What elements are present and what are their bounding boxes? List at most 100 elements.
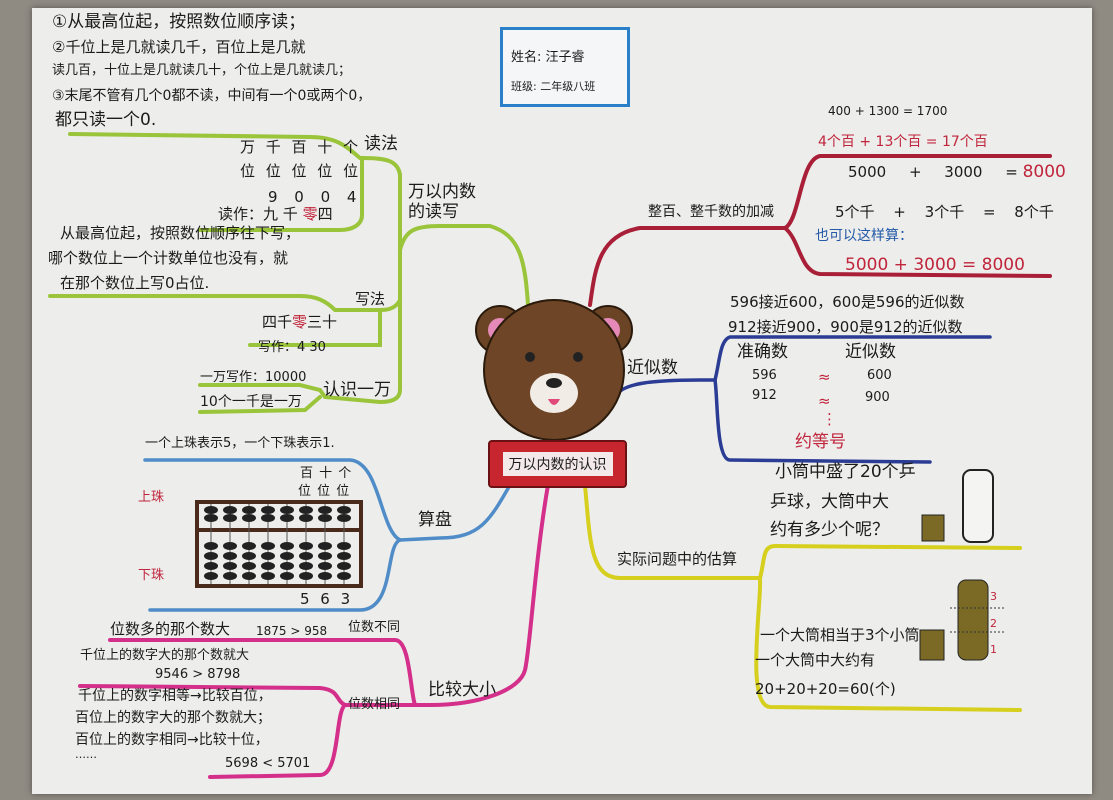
abacus-bead <box>204 542 218 550</box>
abacus-bead <box>223 562 237 570</box>
abacus-bead <box>299 572 313 580</box>
abacus-bead <box>204 572 218 580</box>
approx-row-1-exact: 596 <box>752 368 777 383</box>
approx-row-2-exact: 912 <box>752 388 777 403</box>
abacus-places: 百 十 个 <box>300 466 352 481</box>
eq-3: 5000 + 3000 = 8000 <box>848 162 1066 182</box>
writing-rule-1: 从最高位起，按照数位顺序往下写， <box>60 224 301 242</box>
estimation-label: 实际问题中的估算 <box>617 550 738 568</box>
small-tube-full-icon <box>919 629 945 661</box>
reading-rule-3: 读几百，十位上是几就读几十，个位上是几就读几； <box>52 63 352 78</box>
abacus-note: 一个上珠表示5，一个下珠表示1. <box>145 436 335 451</box>
example-a: 四千 <box>262 313 293 331</box>
same-digits-b4: …… <box>75 748 97 761</box>
approx-row-1-sym: ≈ <box>818 368 831 386</box>
abacus-bead <box>280 506 294 514</box>
abacus-bead <box>299 506 313 514</box>
read-as-value: 九 千 <box>263 205 298 223</box>
abacus-bead <box>318 552 332 560</box>
upper-bead-label: 上珠 <box>138 490 165 505</box>
same-digits-b2: 百位上的数字大的那个数就大； <box>75 710 271 726</box>
abacus-bead <box>318 572 332 580</box>
abacus-bead <box>280 562 294 570</box>
answer-1: 一个大筒相当于3个小筒 <box>760 626 920 644</box>
abacus-bead <box>242 572 256 580</box>
abacus-bead <box>280 542 294 550</box>
abacus-bead <box>280 552 294 560</box>
same-digits-b1: 千位上的数字相等→比较百位， <box>78 688 272 704</box>
abacus-bead <box>299 562 313 570</box>
abacus-bead <box>204 552 218 560</box>
writing-rule-3: 在那个数位上写0占位. <box>60 274 210 292</box>
writing-example: 四千零三十 <box>262 313 337 331</box>
name-card: 姓名: 汪子睿 班级: 二年级八班 <box>500 27 630 107</box>
abacus-bead <box>337 542 351 550</box>
abacus-bead <box>337 514 351 522</box>
diff-digits-text: 位数多的那个数大 <box>110 620 231 638</box>
approx-line-2: 912接近900，900是912的近似数 <box>728 318 963 336</box>
same-digits-a1: 千位上的数字大的那个数就大 <box>80 648 250 663</box>
bear-illustration <box>475 299 633 441</box>
abacus-bead <box>223 506 237 514</box>
class-name: 二年级八班 <box>540 80 596 93</box>
abacus-bead <box>223 572 237 580</box>
abacus-bead <box>261 514 275 522</box>
read-four: 四 <box>317 205 333 223</box>
reading-rule-1: ①从最高位起，按照数位顺序读； <box>52 12 306 32</box>
question-2: 乒球，大筒中大 <box>770 492 889 512</box>
tubes-illustration <box>919 469 1005 661</box>
same-digits-label: 位数相同 <box>348 697 401 712</box>
approx-row-2-approx: 900 <box>865 390 890 405</box>
reading-rule-5: 都只读一个0. <box>55 110 157 130</box>
example-b: 三十 <box>307 313 338 331</box>
diff-digits-label: 位数不同 <box>348 620 401 635</box>
name-label: 姓名: <box>511 50 542 65</box>
writing-label: 写法 <box>355 290 386 308</box>
abacus-bead <box>223 514 237 522</box>
answer-3: 20+20+20=60(个) <box>755 680 896 698</box>
abacus-bead <box>318 514 332 522</box>
approx-dots: ⋮ <box>822 410 837 428</box>
abacus-bead <box>280 514 294 522</box>
same-digits-b5: 5698 < 5701 <box>225 756 311 771</box>
abacus-illustration <box>195 500 363 588</box>
mark-2: 2 <box>990 617 997 630</box>
mark-1: 1 <box>990 643 997 656</box>
topic-reading-writing: 万以内数的读写 <box>408 182 476 223</box>
reading-rule-2: ②千位上是几就读几千，百位上是几就 <box>52 38 306 56</box>
approx-line-1: 596接近600，600是596的近似数 <box>730 293 965 311</box>
branch-add-sub <box>588 154 1052 307</box>
class-label: 班级: <box>511 80 537 93</box>
reading-rule-4: ③末尾不管有几个0都不读，中间有一个0或两个0， <box>52 88 372 104</box>
same-digits-b3: 百位上的数字相同→比较十位， <box>75 732 269 748</box>
branch-abacus <box>143 458 512 612</box>
abacus-bead <box>223 552 237 560</box>
same-digits-a2: 9546 > 8798 <box>155 667 241 682</box>
lower-bead-label: 下珠 <box>138 568 165 583</box>
abacus-bead <box>242 562 256 570</box>
eq-3-result: 8000 <box>1022 162 1066 182</box>
abacus-bead <box>261 562 275 570</box>
place-names: 万 千 百 十 个 <box>240 138 359 156</box>
writing-rule-2: 哪个数位上一个计数单位也没有，就 <box>48 249 289 267</box>
abacus-bead <box>337 572 351 580</box>
compare-label: 比较大小 <box>428 680 496 700</box>
abacus-bead <box>299 542 313 550</box>
ten-thousand-2: 10个一千是一万 <box>200 394 302 410</box>
question-1: 小筒中盛了20个乒 <box>775 462 916 482</box>
approx-label: 近似数 <box>627 358 678 378</box>
abacus-value: 5 6 3 <box>300 590 351 608</box>
eq-1: 400 + 1300 = 1700 <box>828 104 948 118</box>
abacus-bead <box>318 542 332 550</box>
abacus-bead <box>337 506 351 514</box>
ten-thousand-label: 认识一万 <box>323 380 391 400</box>
abacus-bead <box>204 562 218 570</box>
reading-label: 读法 <box>364 134 398 154</box>
abacus-bead <box>261 572 275 580</box>
center-title-box: 万以内数的认识 <box>488 440 627 488</box>
question-3: 约有多少个呢？ <box>770 520 889 540</box>
write-as: 写作：4 30 <box>258 340 326 355</box>
approx-row-2-sym: ≈ <box>818 392 831 410</box>
abacus-bead <box>299 552 313 560</box>
